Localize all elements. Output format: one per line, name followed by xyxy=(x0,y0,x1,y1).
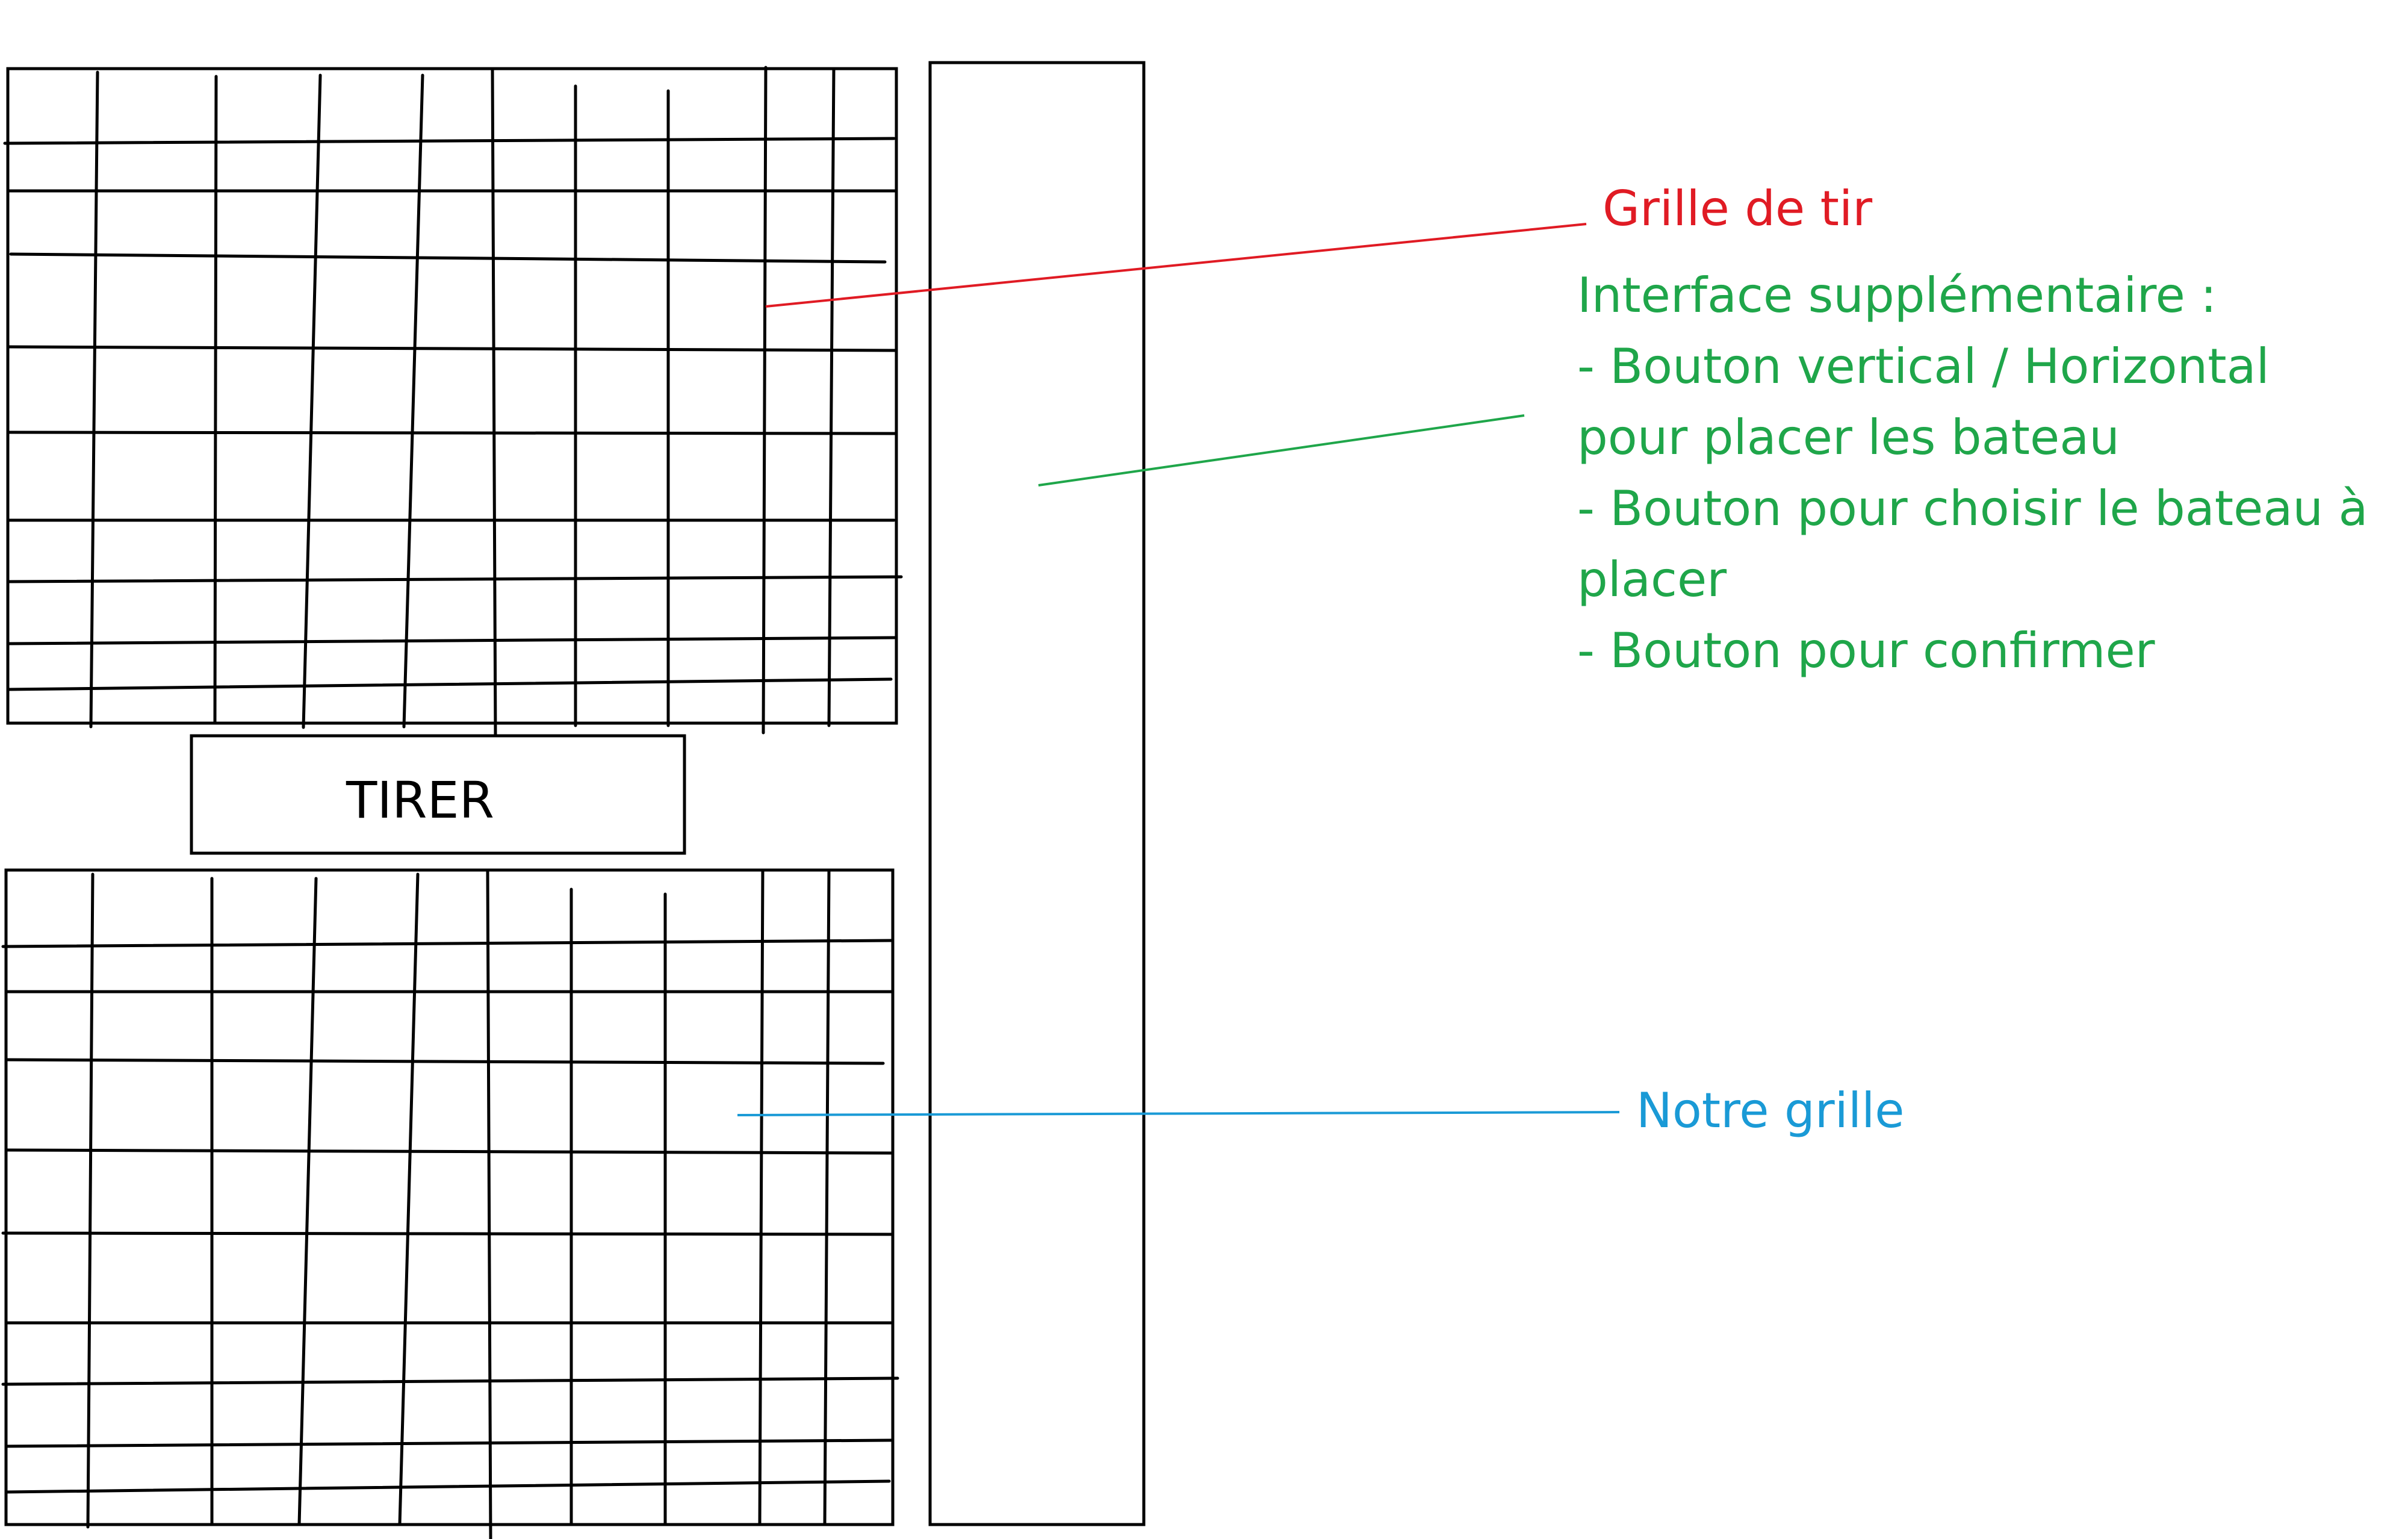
own-grid-row-lines xyxy=(1,939,899,1494)
shooting-grid-annotation: Grille de tir xyxy=(1603,181,1872,237)
shooting-grid-row-lines xyxy=(3,137,903,691)
extra-interface-line: - Bouton pour choisir le bateau à xyxy=(1577,480,2368,536)
fire-button-frame xyxy=(190,734,686,855)
side-control-panel[interactable] xyxy=(928,61,1146,1526)
extra-interface-line: pour placer les bateau xyxy=(1577,409,2120,465)
extra-interface-annotation-leader xyxy=(1038,414,1525,487)
shooting-grid-frame xyxy=(6,67,898,725)
extra-interface-title: Interface supplémentaire : xyxy=(1577,267,2217,323)
own-grid-frame xyxy=(4,868,895,1526)
fire-button[interactable]: TIRER xyxy=(190,734,686,855)
extra-interface-line: - Bouton pour confirmer xyxy=(1577,623,2155,679)
own-grid-annotation-leader xyxy=(737,1111,1620,1116)
own-grid-annotation: Notre grille xyxy=(1636,1083,1905,1139)
extra-interface-annotation: Interface supplémentaire : - Bouton vert… xyxy=(1577,267,2368,679)
shooting-grid[interactable] xyxy=(3,66,903,738)
extra-interface-line: - Bouton vertical / Horizontal xyxy=(1577,338,2270,394)
shooting-grid-annotation-leader xyxy=(765,223,1587,308)
own-grid[interactable] xyxy=(1,868,899,1539)
shooting-grid-column-lines xyxy=(89,66,836,738)
fire-button-label: TIRER xyxy=(346,771,494,830)
extra-interface-line: placer xyxy=(1577,552,1727,608)
own-grid-column-lines xyxy=(86,868,831,1539)
